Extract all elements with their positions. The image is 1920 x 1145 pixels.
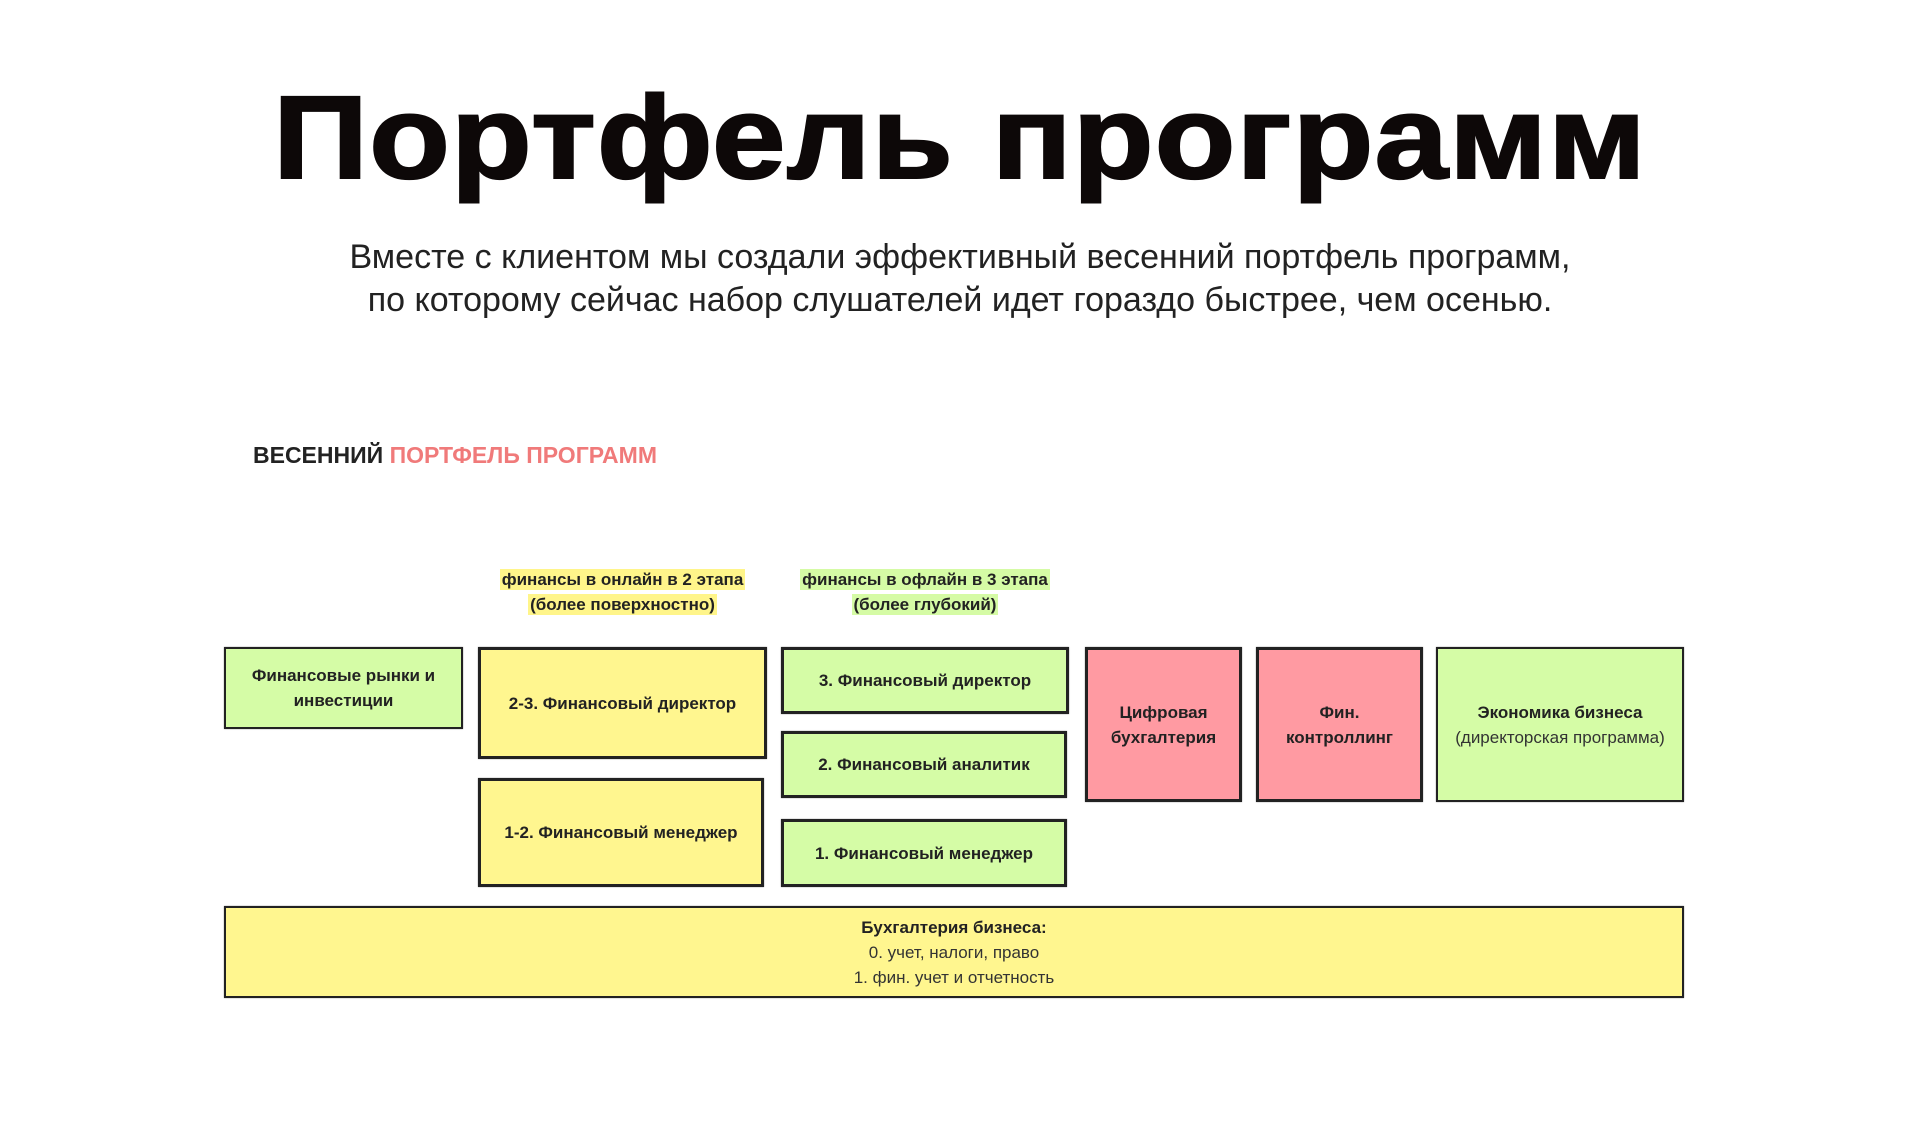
header-line: финансы в офлайн в 3 этапа [800,569,1050,590]
box-label: 3. Финансовый директор [818,671,1032,690]
box-business-accounting: Бухгалтерия бизнеса: 0. учет, налоги, пр… [224,906,1684,998]
box-label: 2-3. Финансовый директор [508,693,737,713]
page-title: Портфель программ [272,72,1647,204]
subtitle-line: по которому сейчас набор слушателей идет… [367,281,1553,319]
box-offline-director: 3. Финансовый директор [781,647,1069,714]
section-accent: ПОРТФЕЛЬ ПРОГРАММ [389,442,657,468]
header-line: (более поверхностно) [528,594,717,615]
box-label: 1-2. Финансовый менеджер [504,823,738,842]
subtitle: Вместе с клиентом мы создали эффективный… [0,236,1920,322]
box-online-manager: 1-2. Финансовый менеджер [478,778,764,887]
box-sublabel: (директорская программа) [1455,727,1665,747]
section-prefix: ВЕСЕННИЙ [253,442,384,468]
box-online-director: 2-3. Финансовый директор [478,647,767,759]
box-sublabel: 0. учет, налоги, право [868,942,1040,962]
box-label: 1. Финансовый менеджер [814,843,1034,863]
box-label: Цифровая [1119,702,1208,722]
box-controlling: Фин. контроллинг [1256,647,1423,802]
box-digital-accounting: Цифровая бухгалтерия [1085,647,1242,802]
box-label: Экономика бизнеса [1477,702,1643,722]
box-offline-manager: 1. Финансовый менеджер [781,819,1067,887]
box-label: бухгалтерия [1110,727,1217,747]
box-label: Бухгалтерия бизнеса: [861,917,1047,937]
box-label: 2. Финансовый аналитик [818,755,1030,774]
offline-track-header: финансы в офлайн в 3 этапа (более глубок… [781,567,1069,617]
section-label: ВЕСЕННИЙ ПОРТФЕЛЬ ПРОГРАММ [253,442,657,469]
box-financial-markets: Финансовые рынки и инвестиции [224,647,463,729]
online-track-header: финансы в онлайн в 2 этапа (более поверх… [478,567,767,617]
box-label: контроллинг [1285,727,1393,747]
box-business-economics: Экономика бизнеса (директорская программ… [1436,647,1684,802]
box-label: Фин. [1319,702,1360,722]
box-label: Финансовые рынки и [251,666,436,685]
box-label: инвестиции [293,691,394,710]
box-offline-analyst: 2. Финансовый аналитик [781,731,1067,798]
box-sublabel: 1. фин. учет и отчетность [853,967,1055,987]
header-line: (более глубокий) [851,594,999,615]
subtitle-line: Вместе с клиентом мы создали эффективный… [349,238,1571,276]
header-line: финансы в онлайн в 2 этапа [499,569,746,590]
